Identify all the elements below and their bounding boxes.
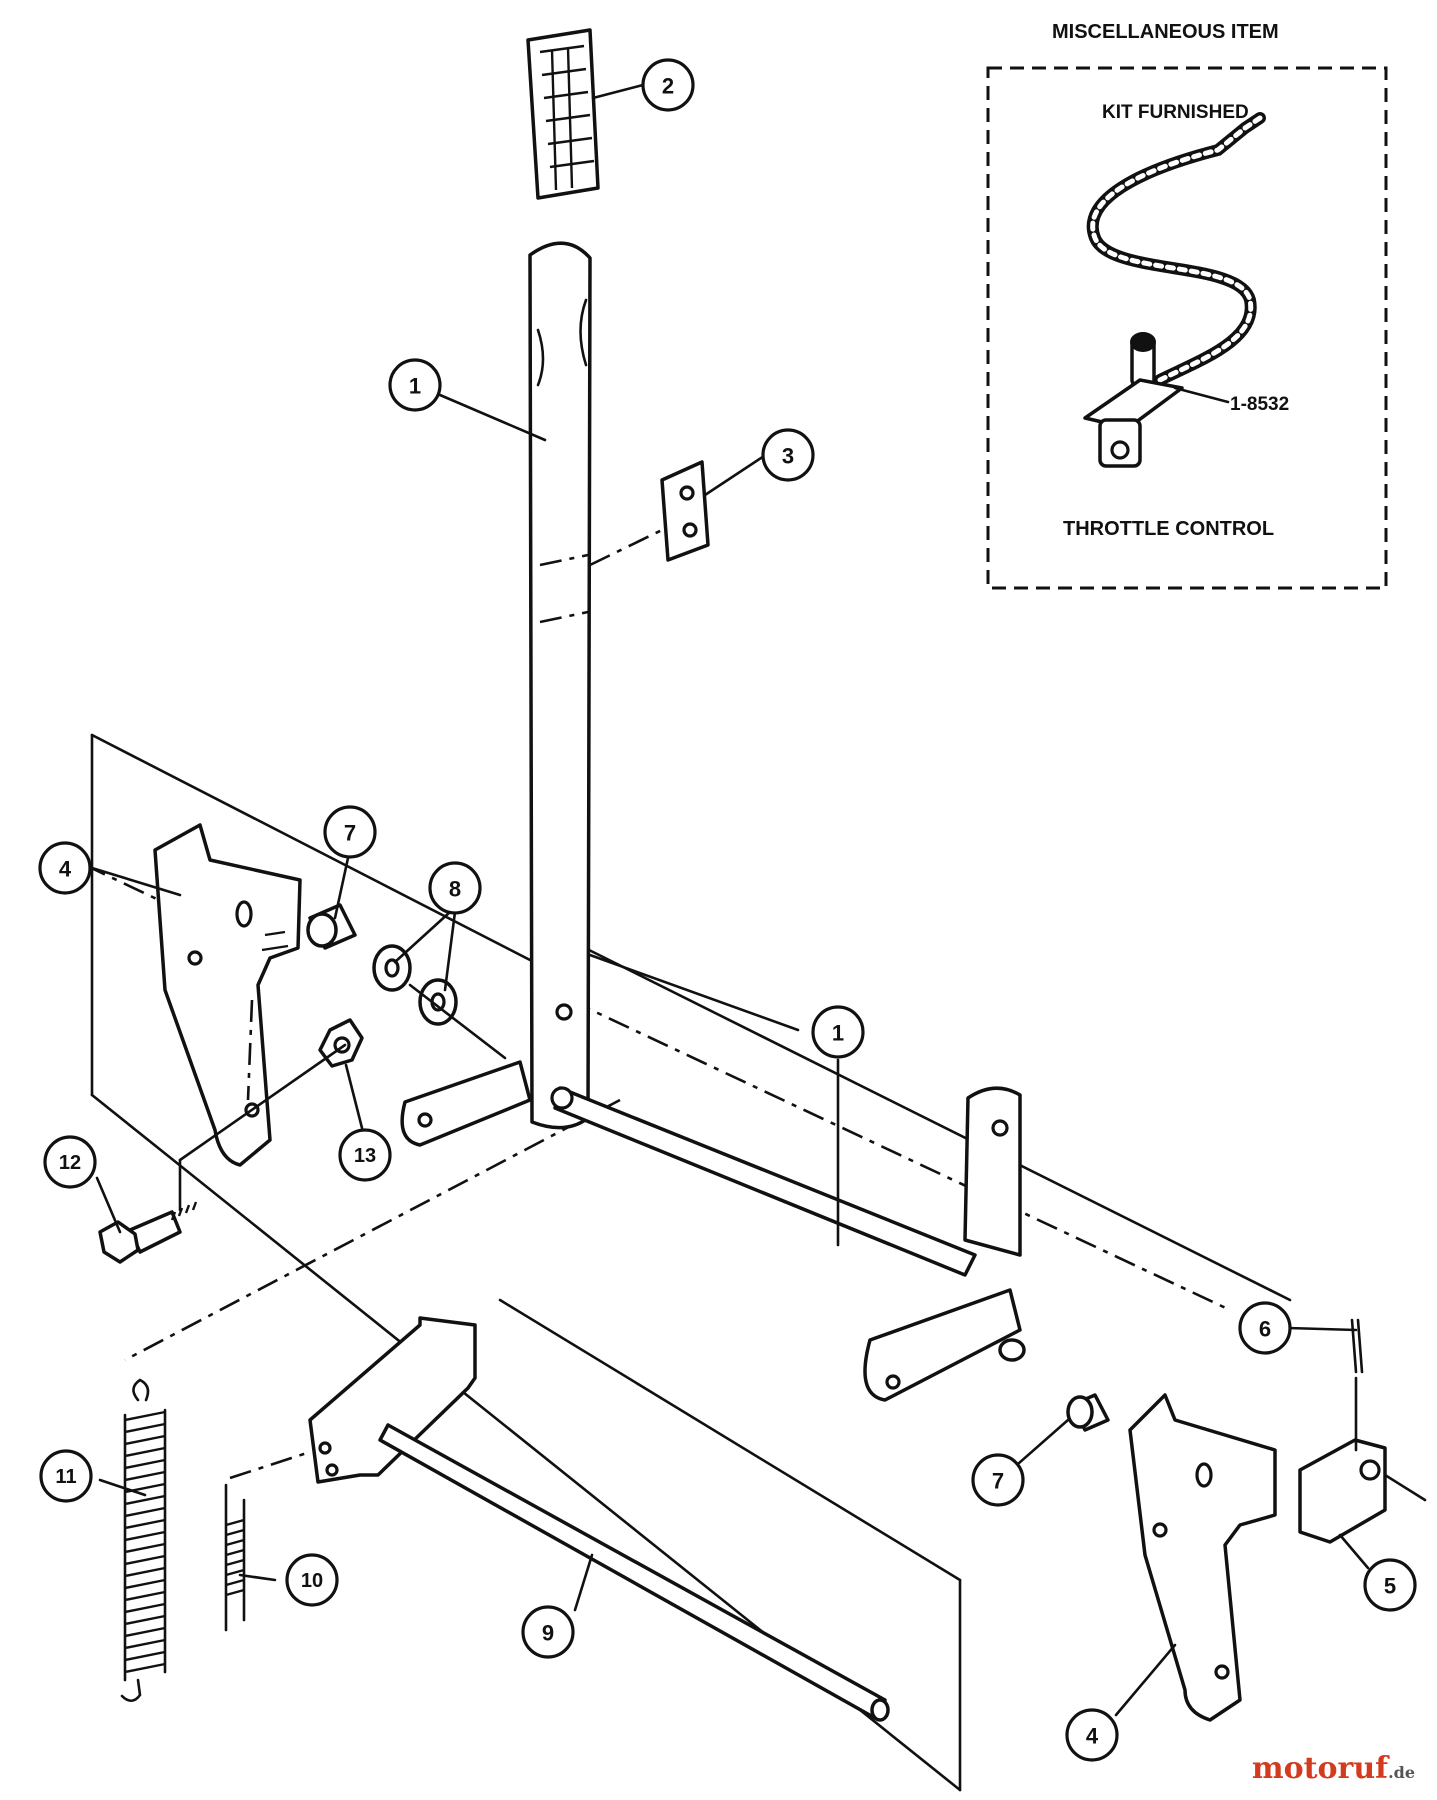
inset-heading: MISCELLANEOUS ITEM: [1052, 21, 1279, 43]
svg-text:4: 4: [1086, 1724, 1099, 1749]
callout-4-right: 4: [1065, 1708, 1119, 1762]
site-watermark: motoruf.de: [1252, 1751, 1415, 1786]
svg-text:4: 4: [59, 857, 72, 882]
callout-1-lower: 1: [811, 1005, 865, 1059]
lever-lower-arm: [400, 1060, 977, 1277]
kit-furnished-label: KIT FURNISHED: [1102, 102, 1249, 123]
inset-panel: MISCELLANEOUS ITEM KIT FURNISHED 1-8532 …: [986, 21, 1388, 590]
left-pivot-plate: [153, 823, 302, 1167]
right-pivot-plate: [1128, 1393, 1277, 1722]
callout-7-left: 7: [323, 805, 377, 859]
callout-5: 5: [1363, 1558, 1417, 1612]
svg-text:3: 3: [782, 444, 794, 469]
callout-13: 13: [338, 1128, 392, 1182]
svg-text:10: 10: [301, 1570, 323, 1592]
part-number-label: 1-8532: [1230, 394, 1289, 415]
callout-7-right: 7: [971, 1453, 1025, 1507]
svg-text:7: 7: [992, 1469, 1004, 1494]
watermark-brand: motoruf: [1251, 1751, 1389, 1786]
throttle-control-caption: THROTTLE CONTROL: [1063, 518, 1274, 540]
inset-dashed-frame: [986, 66, 1388, 590]
svg-text:1: 1: [832, 1021, 844, 1046]
lower-shaft: [308, 1316, 890, 1722]
callout-11: 11: [39, 1449, 93, 1503]
callout-3: 3: [761, 428, 815, 482]
callout-10: 10: [285, 1553, 339, 1607]
callout-9: 9: [521, 1605, 575, 1659]
callout-leaders: [90, 83, 1370, 1717]
callout-1-upper: 1: [388, 358, 442, 412]
svg-text:2: 2: [662, 74, 674, 99]
svg-text:5: 5: [1384, 1574, 1396, 1599]
bushing-left: [306, 903, 357, 950]
bolt: [98, 1043, 347, 1264]
svg-text:6: 6: [1259, 1317, 1271, 1342]
cotter-pin: [1350, 1318, 1364, 1452]
callout-12: 12: [43, 1135, 97, 1189]
callout-4-left: 4: [38, 841, 92, 895]
main-lever: [528, 241, 592, 1130]
right-bracket: [863, 1086, 1026, 1402]
link-block: [1298, 1438, 1427, 1544]
svg-text:9: 9: [542, 1621, 554, 1646]
construction-lines: [84, 733, 1292, 1792]
callout-6: 6: [1238, 1301, 1292, 1355]
washers: [372, 944, 507, 1060]
throttle-cable: [1086, 112, 1266, 386]
throttle-control: [1083, 332, 1184, 468]
svg-text:11: 11: [55, 1466, 76, 1488]
watermark-suffix: .de: [1388, 1763, 1415, 1782]
svg-text:7: 7: [344, 821, 356, 846]
callout-2: 2: [641, 58, 695, 112]
svg-text:1: 1: [409, 374, 421, 399]
svg-text:13: 13: [354, 1145, 376, 1167]
callout-8: 8: [428, 861, 482, 915]
small-spring: [224, 1483, 246, 1632]
svg-text:12: 12: [59, 1152, 81, 1174]
handle-grip: [526, 28, 600, 200]
lever-plate: [589, 460, 710, 567]
svg-text:8: 8: [449, 877, 461, 902]
part-number-leader: [1173, 386, 1230, 404]
large-spring: [120, 1378, 167, 1703]
bushing-right: [1066, 1393, 1110, 1432]
